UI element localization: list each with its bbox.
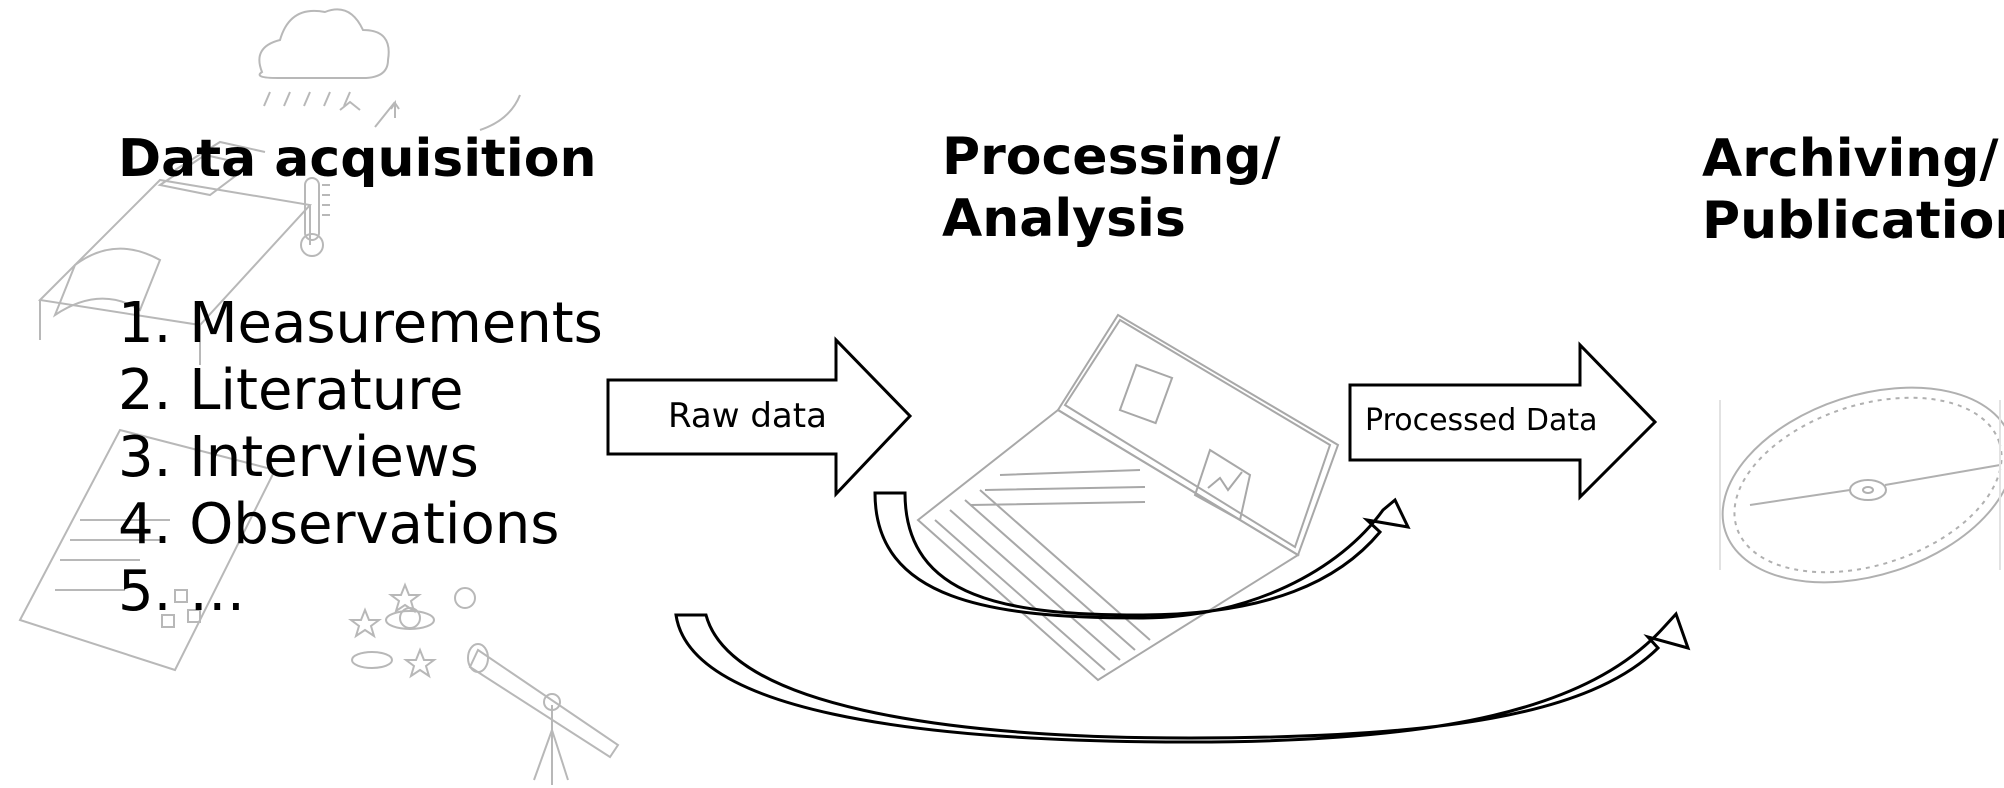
list-item: 2. Literature: [118, 358, 464, 423]
list-item: 3. Interviews: [118, 425, 479, 490]
acquisition-list: 1. Measurements 2. Literature 3. Intervi…: [118, 290, 603, 625]
processed-data-label: Processed Data: [1365, 403, 1598, 438]
sketch-planets-icon: [348, 582, 476, 679]
stage-archiving-title: Archiving/ Publication: [1702, 128, 2004, 252]
sketch-cloud-icon: [258, 8, 521, 131]
stage-archiving-title-line1: Archiving/: [1702, 129, 1999, 189]
sketch-questionnaire-icon: [18, 428, 277, 672]
sketch-telescope-icon: [467, 643, 620, 785]
list-item: 4. Observations: [118, 492, 560, 557]
list-item: 1. Measurements: [118, 291, 603, 356]
sketch-laptop-icon: [916, 313, 1340, 682]
list-item: 5. …: [118, 559, 246, 624]
processed-data-arrow: [1348, 341, 1658, 501]
direct-archive-arrow: [674, 611, 1691, 744]
stage-processing-title-line2: Analysis: [942, 189, 1186, 249]
processing-loop-arrow: [873, 491, 1411, 620]
stage-processing-title-line1: Processing/: [942, 127, 1281, 187]
acquisition-sketches: [18, 8, 620, 785]
raw-data-arrow: [606, 336, 913, 498]
stage-acquisition-title: Data acquisition: [118, 129, 597, 189]
stage-processing-title: Processing/ Analysis: [942, 126, 1281, 250]
sketch-books-icon: [37, 140, 312, 365]
raw-data-label: Raw data: [668, 396, 827, 436]
sketch-disc-icon: [1719, 386, 2004, 584]
stage-archiving-title-line2: Publication: [1702, 191, 2004, 251]
